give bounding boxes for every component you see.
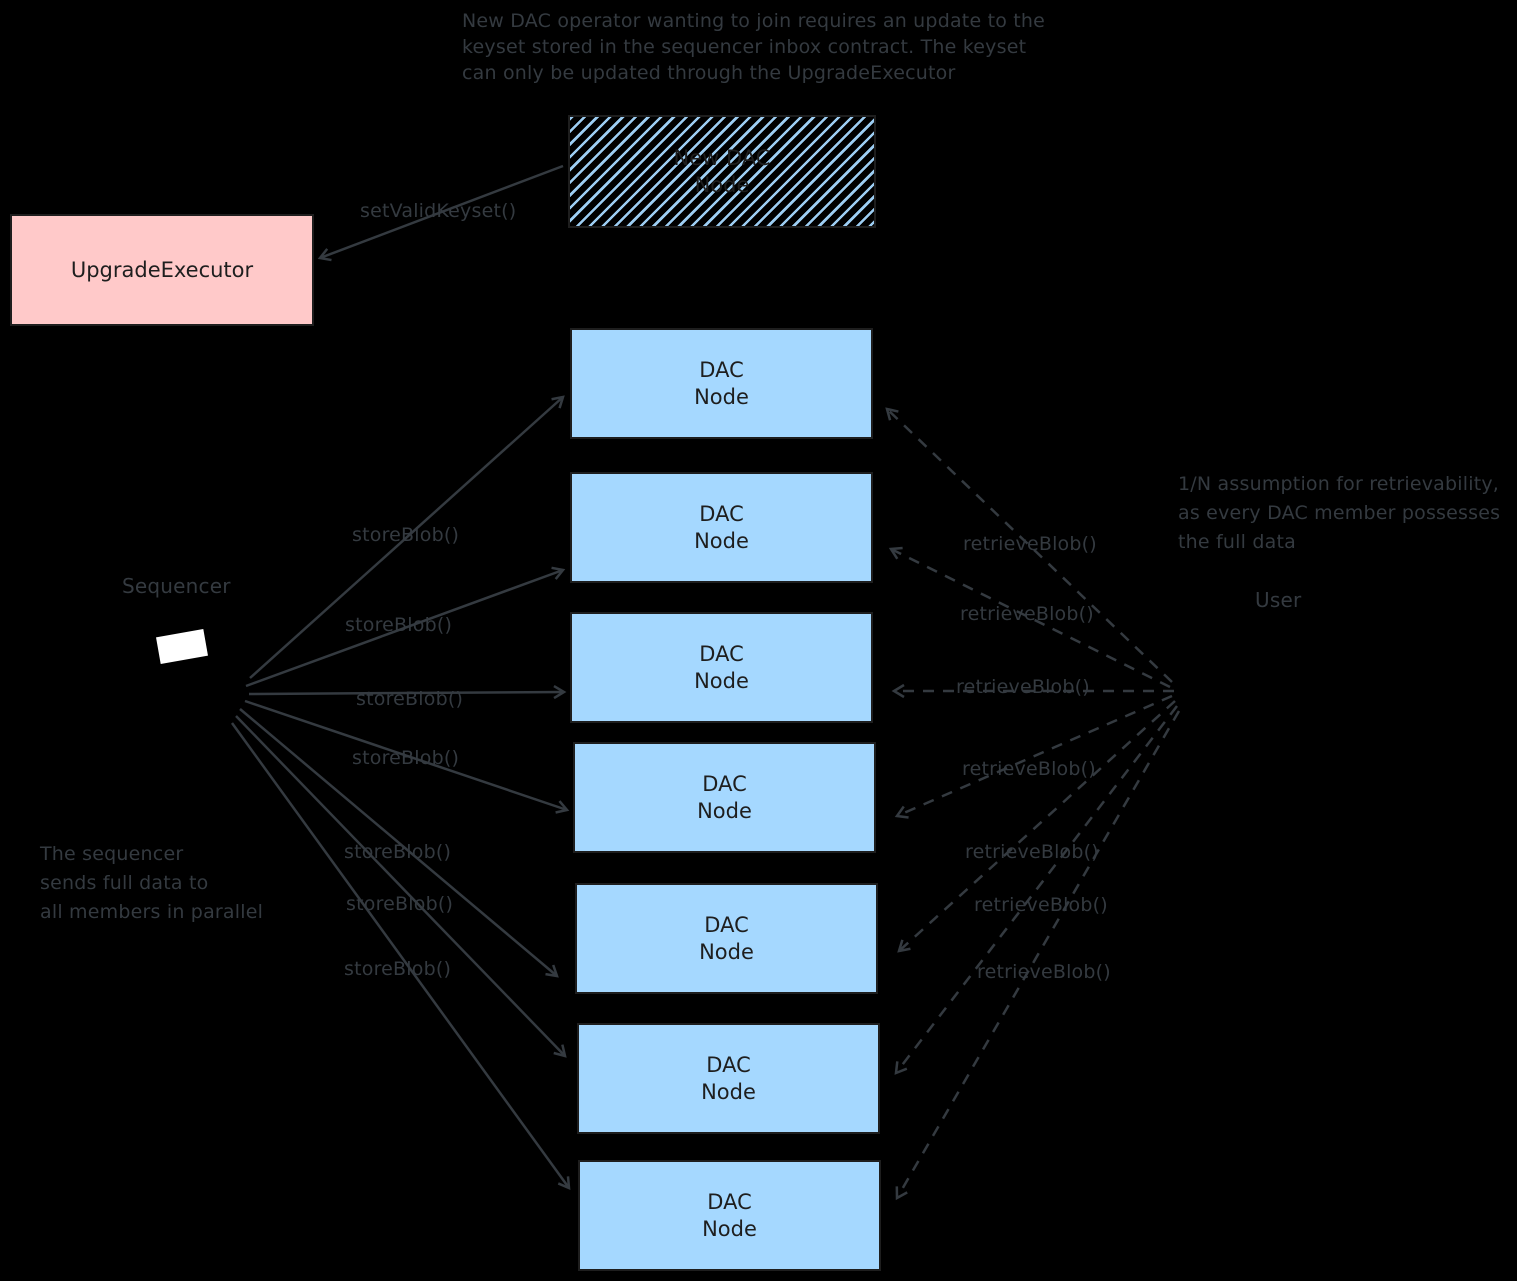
dac-node-label: DAC Node (699, 912, 754, 964)
retrieve-blob-label-4: retrieveBlob() (962, 758, 1096, 780)
dac-node-label: DAC Node (697, 771, 752, 823)
store-blob-arrow-7 (230, 722, 571, 1190)
upgrade-executor-label: UpgradeExecutor (70, 257, 254, 282)
store-blob-label-1: storeBlob() (352, 524, 460, 546)
store-blob-arrow-6 (235, 715, 567, 1058)
dac-node-box-6[interactable]: DAC Node (577, 1023, 880, 1134)
user-label: User (1255, 588, 1302, 612)
dac-node-label: DAC Node (702, 1189, 757, 1241)
set-valid-keyset-arrow (317, 164, 564, 262)
dac-node-box-1[interactable]: DAC Node (570, 328, 873, 439)
dac-node-box-2[interactable]: DAC Node (570, 472, 873, 583)
new-dac-node-box[interactable]: New DAC Node (568, 115, 876, 228)
retrieve-blob-label-5: retrieveBlob() (965, 841, 1099, 863)
retrieve-blob-arrow-6 (894, 705, 1178, 1075)
retrieve-blob-arrow-4 (894, 694, 1173, 819)
retrieve-blob-label-6: retrieveBlob() (974, 894, 1108, 916)
dac-node-box-7[interactable]: DAC Node (578, 1160, 881, 1271)
sequencer-note: The sequencer sends full data to all mem… (40, 843, 264, 923)
store-blob-label-7: storeBlob() (344, 958, 452, 980)
retrieve-blob-arrow-1 (885, 407, 1173, 683)
store-blob-arrow-5 (239, 708, 559, 978)
set-valid-keyset-label: setValidKeyset() (360, 200, 517, 222)
store-blob-arrow-3 (248, 684, 567, 700)
store-blob-arrow-1 (249, 395, 565, 679)
dac-node-label: DAC Node (694, 357, 749, 409)
retrieve-blob-label-2: retrieveBlob() (960, 603, 1094, 625)
dac-node-box-3[interactable]: DAC Node (570, 612, 873, 723)
store-blob-arrow-4 (244, 699, 570, 814)
retrieve-blob-label-7: retrieveBlob() (977, 961, 1111, 983)
new-dac-node-label: New DAC Node (673, 145, 771, 197)
upgrade-executor-box[interactable]: UpgradeExecutor (10, 214, 314, 326)
dac-node-label: DAC Node (694, 501, 749, 553)
retrieve-blob-arrow-5 (897, 700, 1176, 953)
store-blob-arrow-2 (245, 566, 566, 688)
store-blob-label-3: storeBlob() (356, 688, 464, 710)
store-blob-label-2: storeBlob() (345, 614, 453, 636)
dac-node-box-4[interactable]: DAC Node (573, 742, 876, 853)
retrieve-blob-arrow-7 (895, 710, 1181, 1201)
dac-node-box-5[interactable]: DAC Node (575, 883, 878, 994)
keyset-note: New DAC operator wanting to join require… (462, 10, 1046, 84)
dac-node-label: DAC Node (701, 1052, 756, 1104)
store-blob-label-5: storeBlob() (344, 841, 452, 863)
sequencer-label: Sequencer (122, 574, 231, 598)
store-blob-label-6: storeBlob() (346, 893, 454, 915)
retrievability-note: 1/N assumption for retrievability, as ev… (1178, 473, 1501, 553)
dac-node-label: DAC Node (694, 641, 749, 693)
store-blob-label-4: storeBlob() (352, 747, 460, 769)
retrieve-blob-label-1: retrieveBlob() (963, 533, 1097, 555)
retrieve-blob-label-3: retrieveBlob() (956, 676, 1090, 698)
